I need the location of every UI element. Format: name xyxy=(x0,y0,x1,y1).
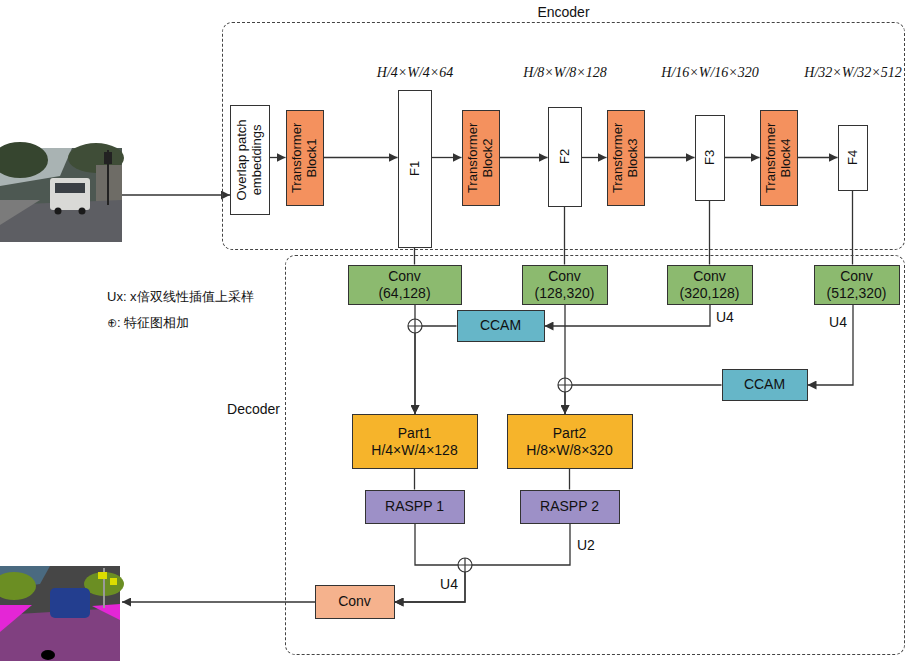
upsample-label: U2 xyxy=(577,537,595,554)
node-label: Transformer Block3 xyxy=(611,115,641,201)
dimension-label-holder: H/4×W/4×64 xyxy=(377,63,453,82)
dimension-label: H/8×W/8×128 xyxy=(523,65,606,82)
node-sublabel: (512,320) xyxy=(827,285,887,302)
patch-embed-box: Overlap patch embeddings xyxy=(230,105,270,215)
upsample-label-holder: U2 xyxy=(577,536,595,554)
upsample-label-holder: U4 xyxy=(440,575,458,593)
ccam-box: CCAM xyxy=(722,369,808,401)
node-label: Transformer Block2 xyxy=(466,115,496,201)
node-sublabel: (320,128) xyxy=(680,285,740,302)
connector xyxy=(645,157,695,158)
dimension-label: H/16×W/16×320 xyxy=(661,65,758,82)
connector xyxy=(798,157,838,158)
node-label: Conv xyxy=(338,593,371,610)
feature-map: F1 xyxy=(398,90,432,248)
transformer-block: Transformer Block4 xyxy=(760,110,798,206)
connector xyxy=(725,157,760,158)
node-sublabel: H/8×W/8×320 xyxy=(526,442,612,459)
dimension-label: H/4×W/4×64 xyxy=(377,65,453,82)
node-label: Conv xyxy=(840,268,873,285)
dimension-label-holder: H/16×W/16×320 xyxy=(661,63,758,82)
node-label: RASPP 1 xyxy=(385,498,444,515)
node-label: Encoder xyxy=(537,4,589,21)
conv-box: Conv(128,320) xyxy=(522,265,608,305)
add-symbol xyxy=(458,558,472,572)
node-label: Part1 xyxy=(398,425,431,442)
transformer-block: Transformer Block2 xyxy=(462,110,500,206)
conv-box: Conv(64,128) xyxy=(348,265,462,305)
connector xyxy=(808,305,854,386)
connector xyxy=(500,157,548,158)
output-segmentation-map xyxy=(0,566,124,661)
dimension-label: H/32×W/32×512 xyxy=(804,65,901,82)
conv-box: Conv(320,128) xyxy=(667,265,753,305)
node-label: CCAM xyxy=(480,317,521,334)
node-label: Conv xyxy=(548,268,581,285)
connector xyxy=(395,524,571,603)
node-sublabel: (128,320) xyxy=(535,285,595,302)
output-conv-box: Conv xyxy=(315,585,395,619)
connector xyxy=(565,385,722,414)
node-label: F3 xyxy=(702,120,717,196)
conv-box: Conv(512,320) xyxy=(814,265,900,305)
upsample-label: U4 xyxy=(829,314,847,331)
connector xyxy=(432,157,462,158)
upsample-label-holder: U4 xyxy=(716,308,734,326)
input-street-photo xyxy=(0,142,124,242)
node-label: Part2 xyxy=(553,425,586,442)
dimension-label-holder: H/8×W/8×128 xyxy=(523,63,606,82)
node-label: F1 xyxy=(407,95,422,243)
feature-map: F2 xyxy=(548,107,582,207)
part-box: Part1H/4×W/4×128 xyxy=(352,414,478,469)
raspp-box: RASPP 1 xyxy=(365,490,465,524)
region-heading: Encoder xyxy=(223,4,904,21)
dimension-label-holder: H/32×W/32×512 xyxy=(804,63,901,82)
node-label: F4 xyxy=(845,130,860,186)
add-symbol xyxy=(408,319,422,333)
node-label: Overlap patch embeddings xyxy=(235,110,265,210)
connector xyxy=(852,191,853,265)
connector xyxy=(569,469,570,490)
node-label: Decoder xyxy=(227,401,280,418)
node-label: Conv xyxy=(693,268,726,285)
legend-note-holder: Ux: x倍双线性插值上采样 xyxy=(105,287,256,305)
upsample-label: U4 xyxy=(716,309,734,326)
feature-map: F4 xyxy=(838,125,868,191)
legend-note-holder: ⊕: 特征图相加 xyxy=(105,313,191,331)
input-arrow xyxy=(122,194,230,195)
node-label: RASPP 2 xyxy=(540,498,599,515)
connector xyxy=(324,157,398,158)
connector xyxy=(414,248,415,265)
node-label: Transformer Block4 xyxy=(764,115,794,201)
connector xyxy=(545,305,711,327)
node-sublabel: (64,128) xyxy=(378,285,430,302)
region-heading: Decoder xyxy=(227,401,280,418)
feature-map: F3 xyxy=(695,115,725,201)
legend-note: ⊕: 特征图相加 xyxy=(105,315,191,331)
output-arrow xyxy=(122,601,315,602)
node-label: Conv xyxy=(388,268,421,285)
ccam-box: CCAM xyxy=(457,310,545,342)
node-label: F2 xyxy=(557,112,572,202)
node-label: CCAM xyxy=(744,376,785,393)
add-symbol xyxy=(558,378,572,392)
connector xyxy=(415,326,457,414)
upsample-label-holder: U4 xyxy=(829,313,847,331)
raspp-box: RASPP 2 xyxy=(520,490,620,524)
connector xyxy=(270,157,286,158)
connector xyxy=(582,157,607,158)
transformer-block: Transformer Block3 xyxy=(607,110,645,206)
legend-note: Ux: x倍双线性插值上采样 xyxy=(105,289,256,305)
part-box: Part2H/8×W/8×320 xyxy=(507,414,633,469)
node-sublabel: H/4×W/4×128 xyxy=(371,442,457,459)
upsample-label: U4 xyxy=(440,576,458,593)
decoder-region: DecoderConv(64,128)Conv(128,320)Conv(320… xyxy=(285,255,905,655)
node-label: Transformer Block1 xyxy=(290,115,320,201)
encoder-region: EncoderOverlap patch embeddingsTransform… xyxy=(222,22,905,250)
connector xyxy=(395,524,466,603)
connector xyxy=(414,469,415,490)
transformer-block: Transformer Block1 xyxy=(286,110,324,206)
